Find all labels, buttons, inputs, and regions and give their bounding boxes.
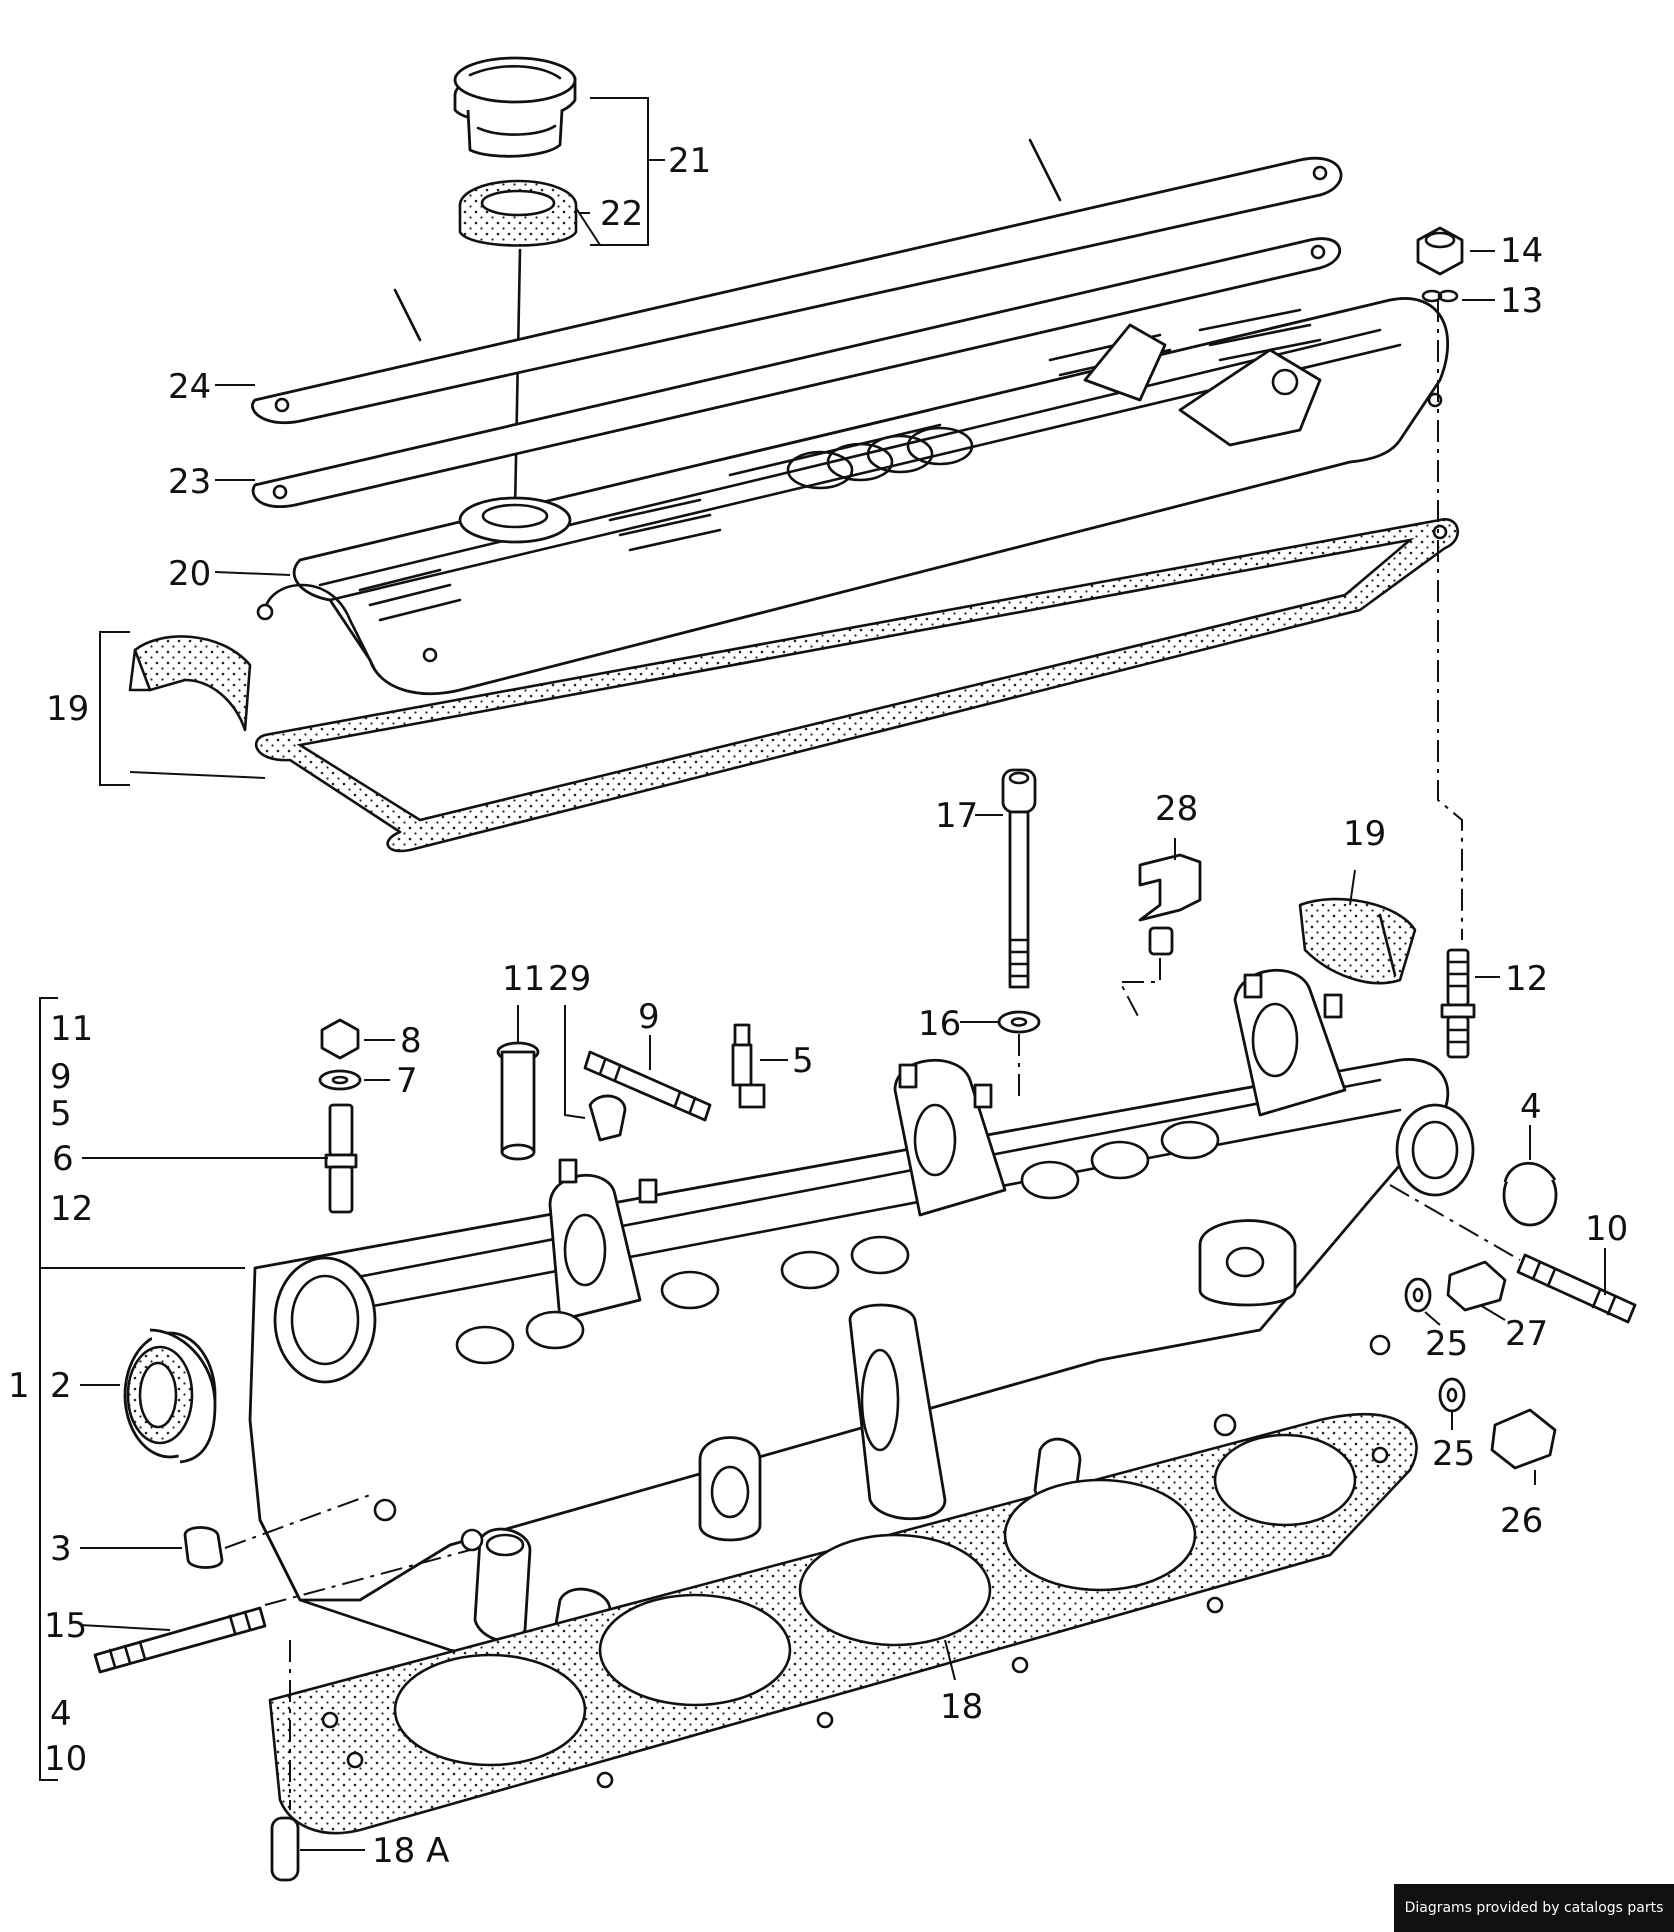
label-16: 16 (918, 1004, 961, 1044)
label-13: 13 (1500, 281, 1543, 321)
plug-3 (183, 1526, 224, 1569)
stud-10 (1516, 1253, 1637, 1324)
group1-item: 5 (50, 1094, 72, 1134)
dowel-18a (270, 1816, 300, 1882)
label-24: 24 (168, 367, 211, 407)
plug-27 (1446, 1260, 1507, 1312)
nut-8 (320, 1018, 360, 1060)
bracket-19 (99, 631, 130, 786)
half-moon-seal-right (1298, 897, 1417, 985)
plug-29 (588, 1094, 627, 1142)
leader-lines (79, 207, 1606, 1851)
credit-banner: Diagrams provided by catalogs parts (1394, 1884, 1674, 1932)
label-17: 17 (935, 796, 978, 836)
label-20: 20 (168, 554, 211, 594)
stud-12 (1440, 948, 1476, 1059)
cap-4 (1502, 1161, 1558, 1227)
oil-filler-cap (453, 56, 577, 158)
group1-item: 10 (44, 1739, 87, 1779)
label-5-top: 5 (792, 1041, 814, 1081)
label-25-upper: 25 (1425, 1324, 1468, 1364)
group1-item: 11 (50, 1009, 93, 1049)
cylinder-head (248, 968, 1475, 1672)
label-4-right: 4 (1520, 1087, 1542, 1127)
label-19-left: 19 (46, 689, 89, 729)
valve-cover-gasket-strip-lower (251, 237, 1341, 508)
label-1: 1 (8, 1366, 30, 1406)
washer-13 (1421, 289, 1459, 303)
group1-item: 9 (50, 1057, 72, 1097)
half-moon-seal-left (128, 635, 252, 732)
cap-alignment-line (513, 248, 522, 512)
label-29: 29 (548, 959, 591, 999)
label-14: 14 (1500, 231, 1543, 271)
label-6: 6 (52, 1139, 74, 1179)
label-9-top: 9 (638, 997, 660, 1037)
cap-seal-ring (458, 179, 578, 247)
label-8: 8 (400, 1021, 422, 1061)
label-22: 22 (600, 194, 643, 234)
label-12-right: 12 (1505, 959, 1548, 999)
stud-15 (93, 1606, 267, 1674)
bracket-28 (1138, 853, 1202, 956)
head-bolt-17 (1001, 768, 1037, 989)
head-gasket (268, 1412, 1418, 1835)
label-27: 27 (1505, 1314, 1548, 1354)
label-10-right: 10 (1585, 1209, 1628, 1249)
label-2: 2 (50, 1366, 72, 1406)
bracket-21-22 (590, 97, 649, 246)
valve-cover-gasket-strip-upper (251, 138, 1343, 425)
label-18: 18 (940, 1687, 983, 1727)
label-15: 15 (44, 1606, 87, 1646)
group1-item: 12 (50, 1189, 93, 1229)
label-18a: 18 A (372, 1831, 449, 1871)
label-26: 26 (1500, 1501, 1543, 1541)
plug-26 (1490, 1408, 1557, 1470)
sensor-5 (731, 1023, 766, 1109)
valve-cover (256, 297, 1449, 696)
label-7: 7 (396, 1061, 418, 1101)
stud-alignment-line (1437, 300, 1463, 940)
stud-9 (583, 1050, 712, 1122)
label-23: 23 (168, 462, 211, 502)
label-25-lower: 25 (1432, 1434, 1475, 1474)
label-21: 21 (668, 141, 711, 181)
camshaft-oil-seal-2 (123, 1328, 217, 1464)
bracket-group-1 (39, 997, 58, 1781)
label-11-top: 11 (502, 959, 545, 999)
label-28: 28 (1155, 789, 1198, 829)
stud-6 (324, 1103, 358, 1214)
group1-item: 4 (50, 1694, 72, 1734)
nut-14 (1416, 226, 1464, 276)
valve-guide-11 (496, 1041, 540, 1161)
label-19-right: 19 (1343, 814, 1386, 854)
callout-labels: 21 22 24 23 20 19 14 13 17 28 19 12 11 2… (8, 141, 1628, 1871)
label-3: 3 (50, 1529, 72, 1569)
